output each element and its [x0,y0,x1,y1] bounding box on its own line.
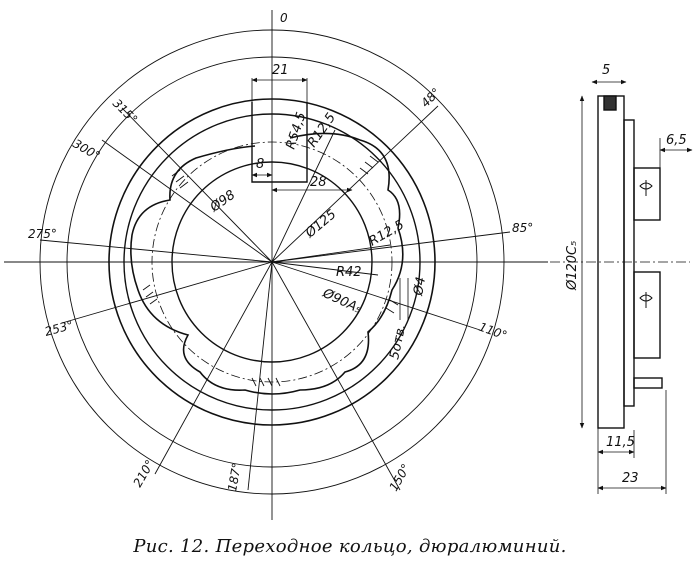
figure-caption: Рис. 12. Переходное кольцо, дюралюминий. [133,536,567,557]
angle-187-label: 187° [225,462,244,493]
angle-arc-inner [66,56,478,468]
side-boss-top [633,167,661,221]
bore-circle [171,161,373,363]
dim-5holes-label: 5отв. [387,323,409,361]
side-dim-65-label: 6,5 [666,133,687,148]
dim-21-label: 21 [272,63,289,78]
angle-210-label: 210° [130,457,157,489]
radial-rays [39,105,511,491]
lobed-cutout [130,132,404,395]
side-slot-top [639,180,653,196]
dim-dia4-label: Ø4 [411,276,429,298]
side-dim-5-label: 5 [602,63,610,78]
side-dim-23-label: 23 [622,471,639,486]
dim-r125-right-label: R12,5 [367,217,407,249]
angle-275-label: 275° [28,227,57,241]
angle-110-label: 110° [477,320,509,343]
dim-8-label: 8 [256,157,264,172]
dim-r42-label: R42 [336,265,362,280]
ring-inner-edge [123,113,421,411]
dim-r125-top-label: R12,5 [305,111,339,151]
dim-dia125-label: Ø125 [302,207,339,242]
side-top-hatch [603,95,617,111]
side-lip-bottom [633,377,663,389]
angle-150-label: 150° [386,461,413,493]
angle-48-label: 48° [418,85,443,110]
side-view [550,79,693,494]
angle-300-label: 300° [71,136,103,163]
ring-outer-edge [108,98,436,426]
dim-28-label: 28 [310,175,327,190]
angle-85-label: 85° [512,221,533,235]
side-web [623,119,635,407]
dim-r545-label: R54,5 [284,110,310,151]
side-dim-120-label: Ø120C₅ [565,241,580,291]
side-slot-bottom [639,292,653,308]
bolt-circle [151,141,393,383]
dim-dia90-label: Ø90A₅ [319,286,363,317]
front-view [4,10,548,520]
side-boss-bottom [633,271,661,359]
angle-arc-outer [39,29,505,495]
side-dim-115-label: 11,5 [606,435,635,450]
angle-0-label: 0 [280,11,288,25]
keyway-slot [251,102,308,183]
